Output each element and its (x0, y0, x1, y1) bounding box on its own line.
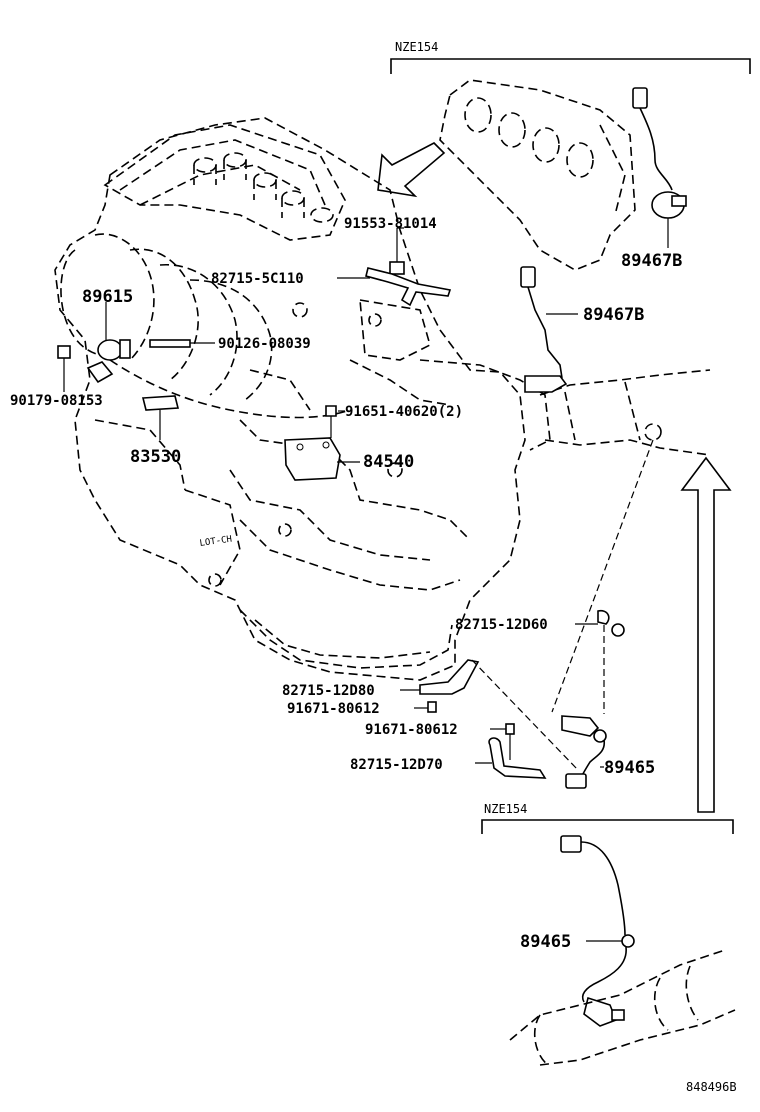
bolt-91671-b (490, 723, 515, 760)
assembly-guide-lines (471, 439, 654, 771)
bolt-91651 (325, 405, 345, 438)
callout-89465-mid: 89465 (604, 758, 655, 778)
callout-91671-80612-b: 91671-80612 (365, 722, 458, 738)
sensor-89467b-mid (520, 266, 578, 393)
bracket-82715-5c110 (337, 267, 452, 307)
sensor-89465-bottom (560, 835, 635, 1027)
callout-83530: 83530 (130, 447, 181, 467)
illustration-code: 848496B (686, 1080, 737, 1094)
callout-89467b-mid: 89467B (583, 305, 644, 325)
callout-82715-12d70: 82715-12D70 (350, 757, 443, 773)
callout-82715-12d80: 82715-12D80 (282, 683, 375, 699)
callout-82715-5c110: 82715-5C110 (211, 271, 304, 287)
callout-91553-81014: 91553-81014 (344, 216, 437, 232)
bracket-82715-12d70 (475, 737, 547, 779)
callout-89467b-top: 89467B (621, 251, 682, 271)
variant-label-bottom: NZE154 (484, 802, 527, 816)
callout-91671-80612-a: 91671-80612 (287, 701, 380, 717)
sensor-89465-mid (561, 715, 607, 789)
sensor-89615 (86, 302, 131, 384)
variant-inset-top: NZE154 89467B (390, 40, 751, 271)
exhaust-pipe-inset (509, 949, 736, 1066)
direction-arrow-top (377, 142, 446, 198)
exhaust-manifold-inset (439, 79, 636, 271)
callout-90126-08039: 90126-08039 (218, 336, 311, 352)
switch-83530 (141, 395, 180, 440)
callout-82715-12d60: 82715-12D60 (455, 617, 548, 633)
variant-inset-bottom: NZE154 89465 848496B (481, 802, 737, 1094)
bolt-91671-a (414, 701, 437, 713)
callout-89465-bottom: 89465 (520, 932, 571, 952)
bolt-91553 (389, 227, 405, 275)
engine-stamp: LOT-CH (199, 535, 233, 549)
variant-bracket-bottom (481, 819, 734, 834)
callout-84540: 84540 (363, 452, 414, 472)
intake-manifold (60, 233, 351, 419)
sensor-89467b-top (632, 87, 687, 248)
callout-90179-08153: 90179-08153 (10, 393, 103, 409)
nut-90179 (57, 345, 71, 392)
callout-89615: 89615 (82, 287, 133, 307)
clamp-82715-12d60 (575, 609, 625, 637)
variant-label-top: NZE154 (395, 40, 438, 54)
spark-plug-tubes (193, 152, 334, 223)
bracket-82715-12d80 (400, 659, 480, 695)
stud-90126 (149, 339, 215, 348)
engine-assembly: LOT-CH (54, 117, 551, 681)
sensor-84540 (284, 437, 360, 481)
callout-91651-40620: 91651-40620(2) (345, 404, 463, 420)
variant-bracket-top (390, 58, 751, 74)
direction-arrow-up (680, 456, 732, 813)
